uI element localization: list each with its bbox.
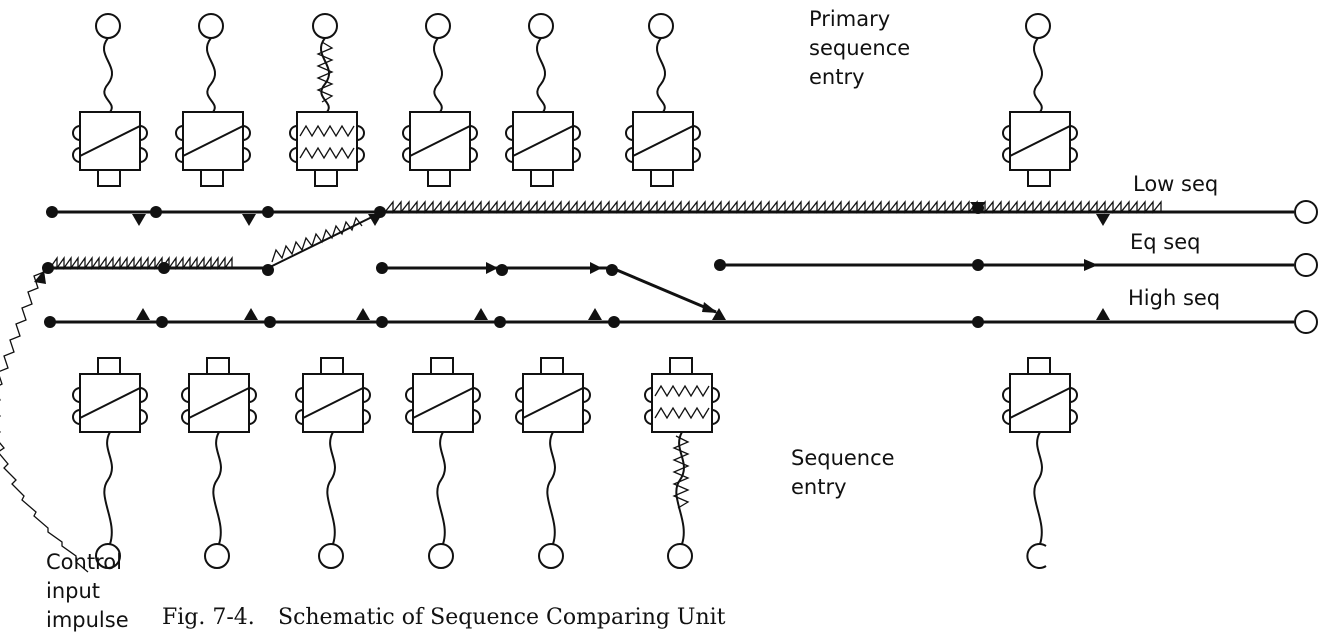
figure-number: Fig. 7-4. xyxy=(162,605,255,630)
sequence-entry-line2: entry xyxy=(791,475,847,499)
high-seq-label: High seq xyxy=(1128,286,1220,310)
sequence-relay-energized xyxy=(644,357,720,569)
high-seq-line xyxy=(44,308,1318,334)
control-impulse-zigzag xyxy=(0,271,89,573)
eq-seq-label: Eq seq xyxy=(1130,230,1200,254)
armature-line xyxy=(79,125,141,157)
coil-loops xyxy=(72,387,148,425)
energized-zigzag xyxy=(672,435,690,509)
sequence-relay-row xyxy=(72,357,1078,569)
control-input-impulse-line3: impulse xyxy=(46,608,129,632)
primary-relay xyxy=(72,13,148,187)
eq-seq-line xyxy=(42,215,1318,314)
low-seq-label: Low seq xyxy=(1133,172,1218,196)
sequence-relay xyxy=(72,357,148,569)
control-impulse-arrow xyxy=(34,270,46,284)
primary-sequence-entry-line1: Primary xyxy=(809,7,890,31)
energized-zigzag xyxy=(316,41,334,103)
relay-lead xyxy=(102,37,114,113)
relay-contact-tab xyxy=(97,357,121,375)
relay-lead xyxy=(103,431,113,545)
relay-terminal xyxy=(95,543,121,569)
primary-relay-energized xyxy=(289,13,365,187)
sequence-relay-open-terminal xyxy=(1002,357,1078,569)
sequence-entry-line1: Sequence xyxy=(791,446,895,470)
open-terminal-c xyxy=(1026,543,1047,569)
eq-seq-terminal xyxy=(1294,253,1318,277)
eq-seq-current-zigzag xyxy=(49,255,233,271)
low-seq-current-zigzag xyxy=(384,200,1162,214)
primary-relay-row xyxy=(72,13,1078,187)
primary-sequence-entry-line3: entry xyxy=(809,65,865,89)
relay-contact-tab xyxy=(97,169,121,187)
control-input-impulse-line1: Control xyxy=(46,550,122,574)
low-seq-terminal xyxy=(1294,200,1318,224)
figure-title: Schematic of Sequence Comparing Unit xyxy=(278,605,726,630)
control-input-impulse-line2: input xyxy=(46,579,100,603)
coil-loops xyxy=(72,125,148,163)
high-seq-terminal xyxy=(1294,310,1318,334)
low-seq-line xyxy=(46,200,1318,226)
armature-line xyxy=(79,387,141,419)
primary-sequence-entry-line2: sequence xyxy=(809,36,910,60)
relay-terminal xyxy=(95,13,121,39)
